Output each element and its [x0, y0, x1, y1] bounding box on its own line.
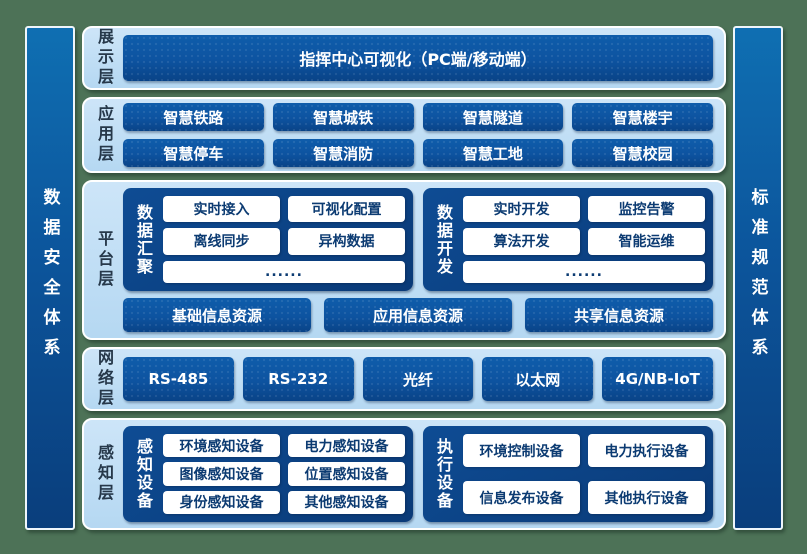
group-label-data-aggregation: 数据汇聚 — [134, 203, 153, 276]
sensing-devices-grid: 环境感知设备 电力感知设备 图像感知设备 位置感知设备 身份感知设备 其他感知设… — [163, 434, 405, 514]
layer-band-platform: 平台层 数据汇聚 实时接入 可视化配置 离线同步 异构数据 ...... — [82, 180, 726, 340]
command-center-visualization-block: 指挥中心可视化（PC端/移动端） — [123, 35, 713, 81]
network-block-ethernet: 以太网 — [482, 357, 594, 401]
platform-resources-row: 基础信息资源 应用信息资源 共享信息资源 — [123, 298, 713, 332]
layer-label-network: 网络层 — [95, 349, 114, 409]
layer-stack: 展示层 指挥中心可视化（PC端/移动端） 应用层 智慧铁路 智慧城铁 智慧隧道 … — [82, 26, 726, 530]
group-box-execution-devices: 执行设备 环境控制设备 电力执行设备 信息发布设备 其他执行设备 — [423, 426, 713, 522]
aggregation-item-heterogeneous-data: 异构数据 — [288, 228, 405, 255]
perception-body: 感知设备 环境感知设备 电力感知设备 图像感知设备 位置感知设备 身份感知设备 … — [123, 426, 713, 522]
group-label-execution-devices: 执行设备 — [434, 438, 453, 510]
app-block-smart-campus: 智慧校园 — [572, 139, 713, 167]
data-aggregation-grid: 实时接入 可视化配置 离线同步 异构数据 ...... — [163, 196, 405, 283]
presentation-body: 指挥中心可视化（PC端/移动端） — [123, 34, 713, 82]
layer-label-platform: 平台层 — [95, 230, 114, 290]
pillar-data-security-label: 数据安全体系 — [39, 188, 60, 368]
application-body: 智慧铁路 智慧城铁 智慧隧道 智慧楼宇 智慧停车 智慧消防 智慧工地 智慧校园 — [123, 103, 713, 167]
layer-label-perception: 感知层 — [95, 444, 114, 504]
resource-block-application-info: 应用信息资源 — [324, 298, 512, 332]
sensing-item-power: 电力感知设备 — [288, 434, 405, 458]
app-block-smart-railway: 智慧铁路 — [123, 103, 264, 131]
resource-block-shared-info: 共享信息资源 — [525, 298, 713, 332]
pillar-standard-specification: 标准规范体系 — [733, 26, 783, 530]
app-block-smart-firefighting: 智慧消防 — [272, 139, 414, 167]
execution-item-info-publishing: 信息发布设备 — [463, 481, 580, 514]
layer-band-perception: 感知层 感知设备 环境感知设备 电力感知设备 图像感知设备 位置感知设备 身份感… — [82, 418, 726, 530]
group-box-data-development: 数据开发 实时开发 监控告警 算法开发 智能运维 ...... — [423, 188, 713, 291]
platform-groups-row: 数据汇聚 实时接入 可视化配置 离线同步 异构数据 ...... 数据开发 实时… — [123, 188, 713, 291]
layer-band-presentation: 展示层 指挥中心可视化（PC端/移动端） — [82, 26, 726, 90]
development-item-intelligent-ops: 智能运维 — [588, 228, 705, 255]
app-block-smart-building: 智慧楼宇 — [572, 103, 713, 131]
layer-label-presentation: 展示层 — [95, 28, 114, 88]
execution-devices-grid: 环境控制设备 电力执行设备 信息发布设备 其他执行设备 — [463, 434, 705, 514]
app-block-smart-metro: 智慧城铁 — [272, 103, 414, 131]
development-item-algorithm-dev: 算法开发 — [463, 228, 580, 255]
sensing-item-environment: 环境感知设备 — [163, 434, 280, 458]
data-development-grid: 实时开发 监控告警 算法开发 智能运维 ...... — [463, 196, 705, 283]
sensing-item-image: 图像感知设备 — [163, 462, 280, 486]
platform-body: 数据汇聚 实时接入 可视化配置 离线同步 异构数据 ...... 数据开发 实时… — [123, 188, 713, 332]
execution-item-other-execution: 其他执行设备 — [588, 481, 705, 514]
group-box-sensing-devices: 感知设备 环境感知设备 电力感知设备 图像感知设备 位置感知设备 身份感知设备 … — [123, 426, 413, 522]
network-block-4g-nbiot: 4G/NB-IoT — [602, 357, 713, 401]
network-block-rs485: RS-485 — [123, 357, 234, 401]
aggregation-item-realtime-access: 实时接入 — [163, 196, 280, 223]
pillar-standard-specification-label: 标准规范体系 — [747, 188, 768, 368]
group-label-data-development: 数据开发 — [434, 203, 453, 276]
app-block-smart-parking: 智慧停车 — [123, 139, 264, 167]
aggregation-item-visual-config: 可视化配置 — [288, 196, 405, 223]
sensing-item-identity: 身份感知设备 — [163, 490, 280, 514]
layer-band-application: 应用层 智慧铁路 智慧城铁 智慧隧道 智慧楼宇 智慧停车 智慧消防 智慧工地 智… — [82, 97, 726, 173]
network-block-rs232: RS-232 — [242, 357, 354, 401]
layer-label-application: 应用层 — [95, 105, 114, 165]
network-block-fiber: 光纤 — [362, 357, 474, 401]
group-label-sensing-devices: 感知设备 — [134, 438, 153, 510]
aggregation-item-offline-sync: 离线同步 — [163, 228, 280, 255]
resource-block-basic-info: 基础信息资源 — [123, 298, 311, 332]
aggregation-item-more-ellipsis: ...... — [163, 260, 405, 283]
development-item-realtime-dev: 实时开发 — [463, 196, 580, 223]
sensing-item-other: 其他感知设备 — [288, 490, 405, 514]
app-block-smart-tunnel: 智慧隧道 — [422, 103, 564, 131]
development-item-monitor-alert: 监控告警 — [588, 196, 705, 223]
execution-item-environment-control: 环境控制设备 — [463, 434, 580, 467]
layer-band-network: 网络层 RS-485 RS-232 光纤 以太网 4G/NB-IoT — [82, 347, 726, 411]
development-item-more-ellipsis: ...... — [463, 260, 705, 283]
pillar-data-security: 数据安全体系 — [25, 26, 75, 530]
sensing-item-position: 位置感知设备 — [288, 462, 405, 486]
network-body: RS-485 RS-232 光纤 以太网 4G/NB-IoT — [123, 355, 713, 403]
execution-item-power-execution: 电力执行设备 — [588, 434, 705, 467]
app-block-smart-worksite: 智慧工地 — [422, 139, 564, 167]
group-box-data-aggregation: 数据汇聚 实时接入 可视化配置 离线同步 异构数据 ...... — [123, 188, 413, 291]
